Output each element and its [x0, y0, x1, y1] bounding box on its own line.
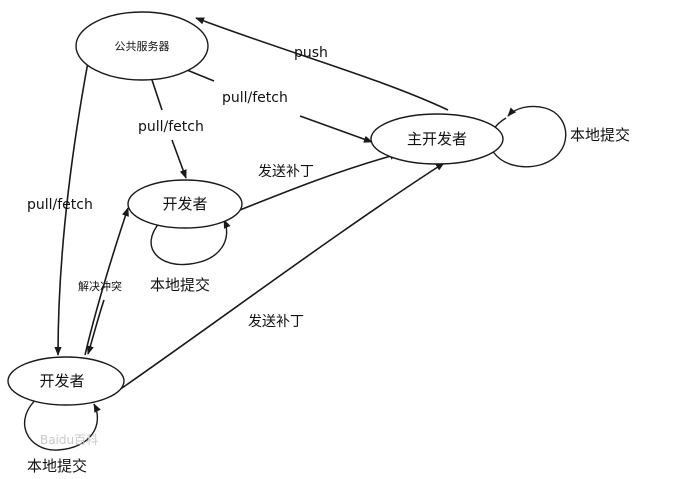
label-loop-dev-middle: 本地提交	[150, 276, 210, 294]
label-push: push	[294, 45, 328, 61]
node-dev-bottom-label: 开发者	[39, 372, 84, 390]
label-loop-dev-bottom: 本地提交	[27, 457, 87, 475]
node-main-dev-label: 主开发者	[407, 130, 467, 148]
loop-dev-middle	[150, 219, 231, 266]
edge-send-patch-middle	[239, 152, 399, 211]
edge-pull-fetch-main-b	[299, 115, 373, 143]
node-server-label: 公共服务器	[115, 40, 170, 53]
edge-resolve-conflict-up	[84, 207, 129, 356]
node-dev-middle: 开发者	[127, 179, 243, 229]
label-resolve-conflict: 解决冲突	[78, 279, 122, 293]
node-main-dev: 主开发者	[370, 113, 504, 165]
label-send-patch-bottom: 发送补丁	[248, 314, 304, 330]
label-pull-fetch-bottom: pull/fetch	[27, 197, 93, 213]
watermark: Baidu百科	[40, 433, 98, 447]
edge-pull-fetch-middle-b	[171, 139, 187, 179]
node-dev-middle-label: 开发者	[162, 195, 207, 213]
label-loop-main-dev: 本地提交	[570, 126, 630, 144]
label-send-patch-middle: 发送补丁	[258, 164, 314, 180]
node-server: 公共服务器	[75, 11, 209, 81]
edge-resolve-conflict-down	[86, 299, 105, 355]
edge-pull-fetch-middle-a	[151, 79, 163, 111]
label-pull-fetch-middle: pull/fetch	[138, 119, 204, 135]
edge-send-patch-bottom	[111, 162, 445, 396]
edge-pull-fetch-bottom	[54, 61, 89, 356]
edge-push	[195, 17, 449, 111]
node-dev-bottom: 开发者	[7, 356, 125, 406]
label-pull-fetch-main: pull/fetch	[222, 90, 288, 106]
loop-dev-bottom	[23, 395, 101, 451]
